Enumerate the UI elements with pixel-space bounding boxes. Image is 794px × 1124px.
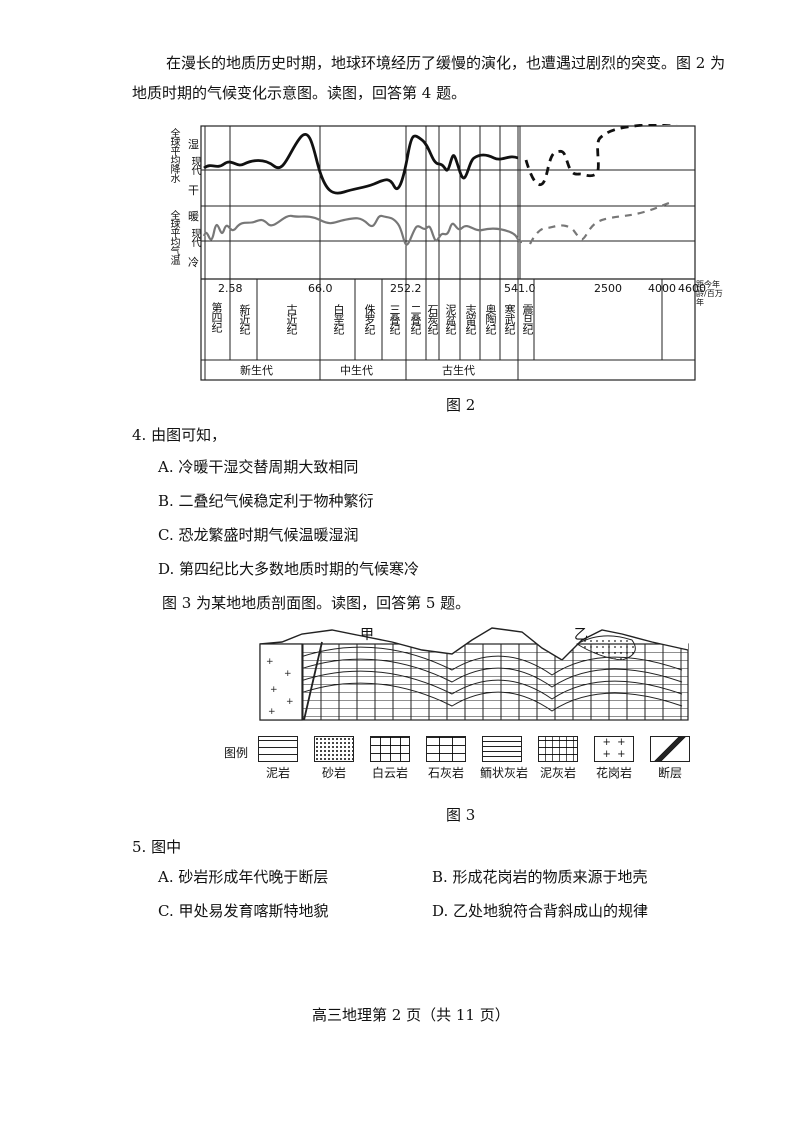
- figure-3-intro: 图 3 为某地地质剖面图。读图，回答第 5 题。: [162, 594, 471, 612]
- tick-2500: 2500: [594, 282, 622, 295]
- label-yi: 乙: [574, 627, 588, 643]
- legend-dolomite: 白云岩: [368, 736, 412, 781]
- q4-option-b[interactable]: B. 二叠纪气候稳定利于物种繁衍: [158, 492, 374, 510]
- figure-2-caption: 图 2: [446, 396, 476, 414]
- label-modern-2: 现代: [189, 228, 200, 246]
- intro-line-1: 在漫长的地质历史时期，地球环境经历了缓慢的演化，也遭遇过剧烈的突变。图 2 为: [166, 54, 726, 72]
- svg-text:+: +: [270, 685, 278, 695]
- q5-option-d[interactable]: D. 乙处地貌符合背斜成山的规律: [432, 902, 649, 920]
- period-ordovician: 奥陶纪: [484, 304, 497, 334]
- era-mesozoic: 中生代: [340, 364, 373, 377]
- period-sinian: 震旦纪: [521, 304, 534, 334]
- period-neogene: 新近纪: [238, 304, 251, 334]
- climate-chart: [200, 120, 696, 381]
- tick-252: 252.2: [390, 282, 422, 295]
- q4-option-a[interactable]: A. 冷暖干湿交替周期大致相同: [158, 458, 359, 476]
- period-silurian: 志留纪: [464, 304, 477, 334]
- tick-2-58: 2.58: [218, 282, 243, 295]
- page-footer: 高三地理第 2 页（共 11 页）: [312, 1006, 510, 1024]
- figure-3-caption: 图 3: [446, 806, 476, 824]
- legend-limestone: 石灰岩: [424, 736, 468, 781]
- label-jia: 甲: [360, 627, 374, 643]
- period-paleogene: 古近纪: [285, 304, 298, 334]
- svg-text:+: +: [286, 697, 294, 707]
- q5-option-b[interactable]: B. 形成花岗岩的物质来源于地壳: [432, 868, 648, 886]
- svg-text:+: +: [268, 707, 276, 717]
- period-devonian: 泥盆纪: [444, 304, 457, 334]
- label-cold: 冷: [188, 256, 199, 269]
- legend-oolitic-limestone: 鲕状灰岩: [480, 736, 528, 781]
- period-quaternary: 第四纪: [210, 302, 223, 332]
- q4-option-d[interactable]: D. 第四纪比大多数地质时期的气候寒冷: [158, 560, 420, 578]
- tick-4600: 4600: [678, 282, 706, 295]
- period-carboniferous: 石炭纪: [426, 304, 439, 334]
- axis-label-precipitation: 全球平均降水: [168, 128, 179, 182]
- period-cretaceous: 白垩纪: [332, 304, 345, 334]
- period-triassic: 三叠纪: [388, 304, 401, 334]
- legend-granite: + ++ + 花岗岩: [594, 736, 634, 780]
- q4-option-c[interactable]: C. 恐龙繁盛时期气候温暖湿润: [158, 526, 359, 544]
- legend-title: 图例: [224, 746, 249, 760]
- question-4-stem: 4. 由图可知，: [132, 426, 227, 444]
- period-jurassic: 侏罗纪: [363, 304, 376, 334]
- figure-3: + + + + + 甲 乙 图例 泥岩 砂岩 白云岩 石灰岩 鲕状灰岩: [222, 620, 692, 798]
- figure-2: 全球平均降水 全球平均气温 湿 现代 干 暖 现代 冷 2.58 66.0 25…: [164, 120, 724, 384]
- q5-option-a[interactable]: A. 砂岩形成年代晚于断层: [158, 868, 329, 886]
- axis-label-temperature: 全球平均气温: [168, 210, 179, 264]
- legend-mudstone: 泥岩: [256, 736, 300, 781]
- legend-marl: 泥灰岩: [536, 736, 580, 781]
- legend: 泥岩 砂岩 白云岩 石灰岩 鲕状灰岩 泥灰岩 + ++ + 花岗岩 断层: [256, 736, 690, 786]
- label-modern-1: 现代: [189, 156, 200, 174]
- period-permian: 二叠纪: [409, 304, 422, 334]
- era-paleozoic: 古生代: [442, 364, 475, 377]
- legend-sandstone: 砂岩: [312, 736, 356, 781]
- intro-line-2: 地质时期的气候变化示意图。读图，回答第 4 题。: [132, 84, 467, 102]
- era-cenozoic: 新生代: [240, 364, 273, 377]
- label-warm: 暖: [188, 210, 199, 223]
- tick-4000: 4000: [648, 282, 676, 295]
- geologic-section: + + + + +: [259, 620, 689, 721]
- tick-541: 541.0: [504, 282, 536, 295]
- time-unit: 距今年龄/百万年: [696, 280, 723, 307]
- q5-option-c[interactable]: C. 甲处易发育喀斯特地貌: [158, 902, 329, 920]
- label-dry: 干: [188, 184, 199, 197]
- legend-fault: 断层: [648, 736, 692, 781]
- svg-text:+: +: [266, 657, 274, 667]
- svg-text:+: +: [284, 669, 292, 679]
- question-5-stem: 5. 图中: [132, 838, 182, 856]
- tick-66: 66.0: [308, 282, 333, 295]
- label-wet: 湿: [188, 138, 199, 151]
- period-cambrian: 寒武纪: [503, 304, 516, 334]
